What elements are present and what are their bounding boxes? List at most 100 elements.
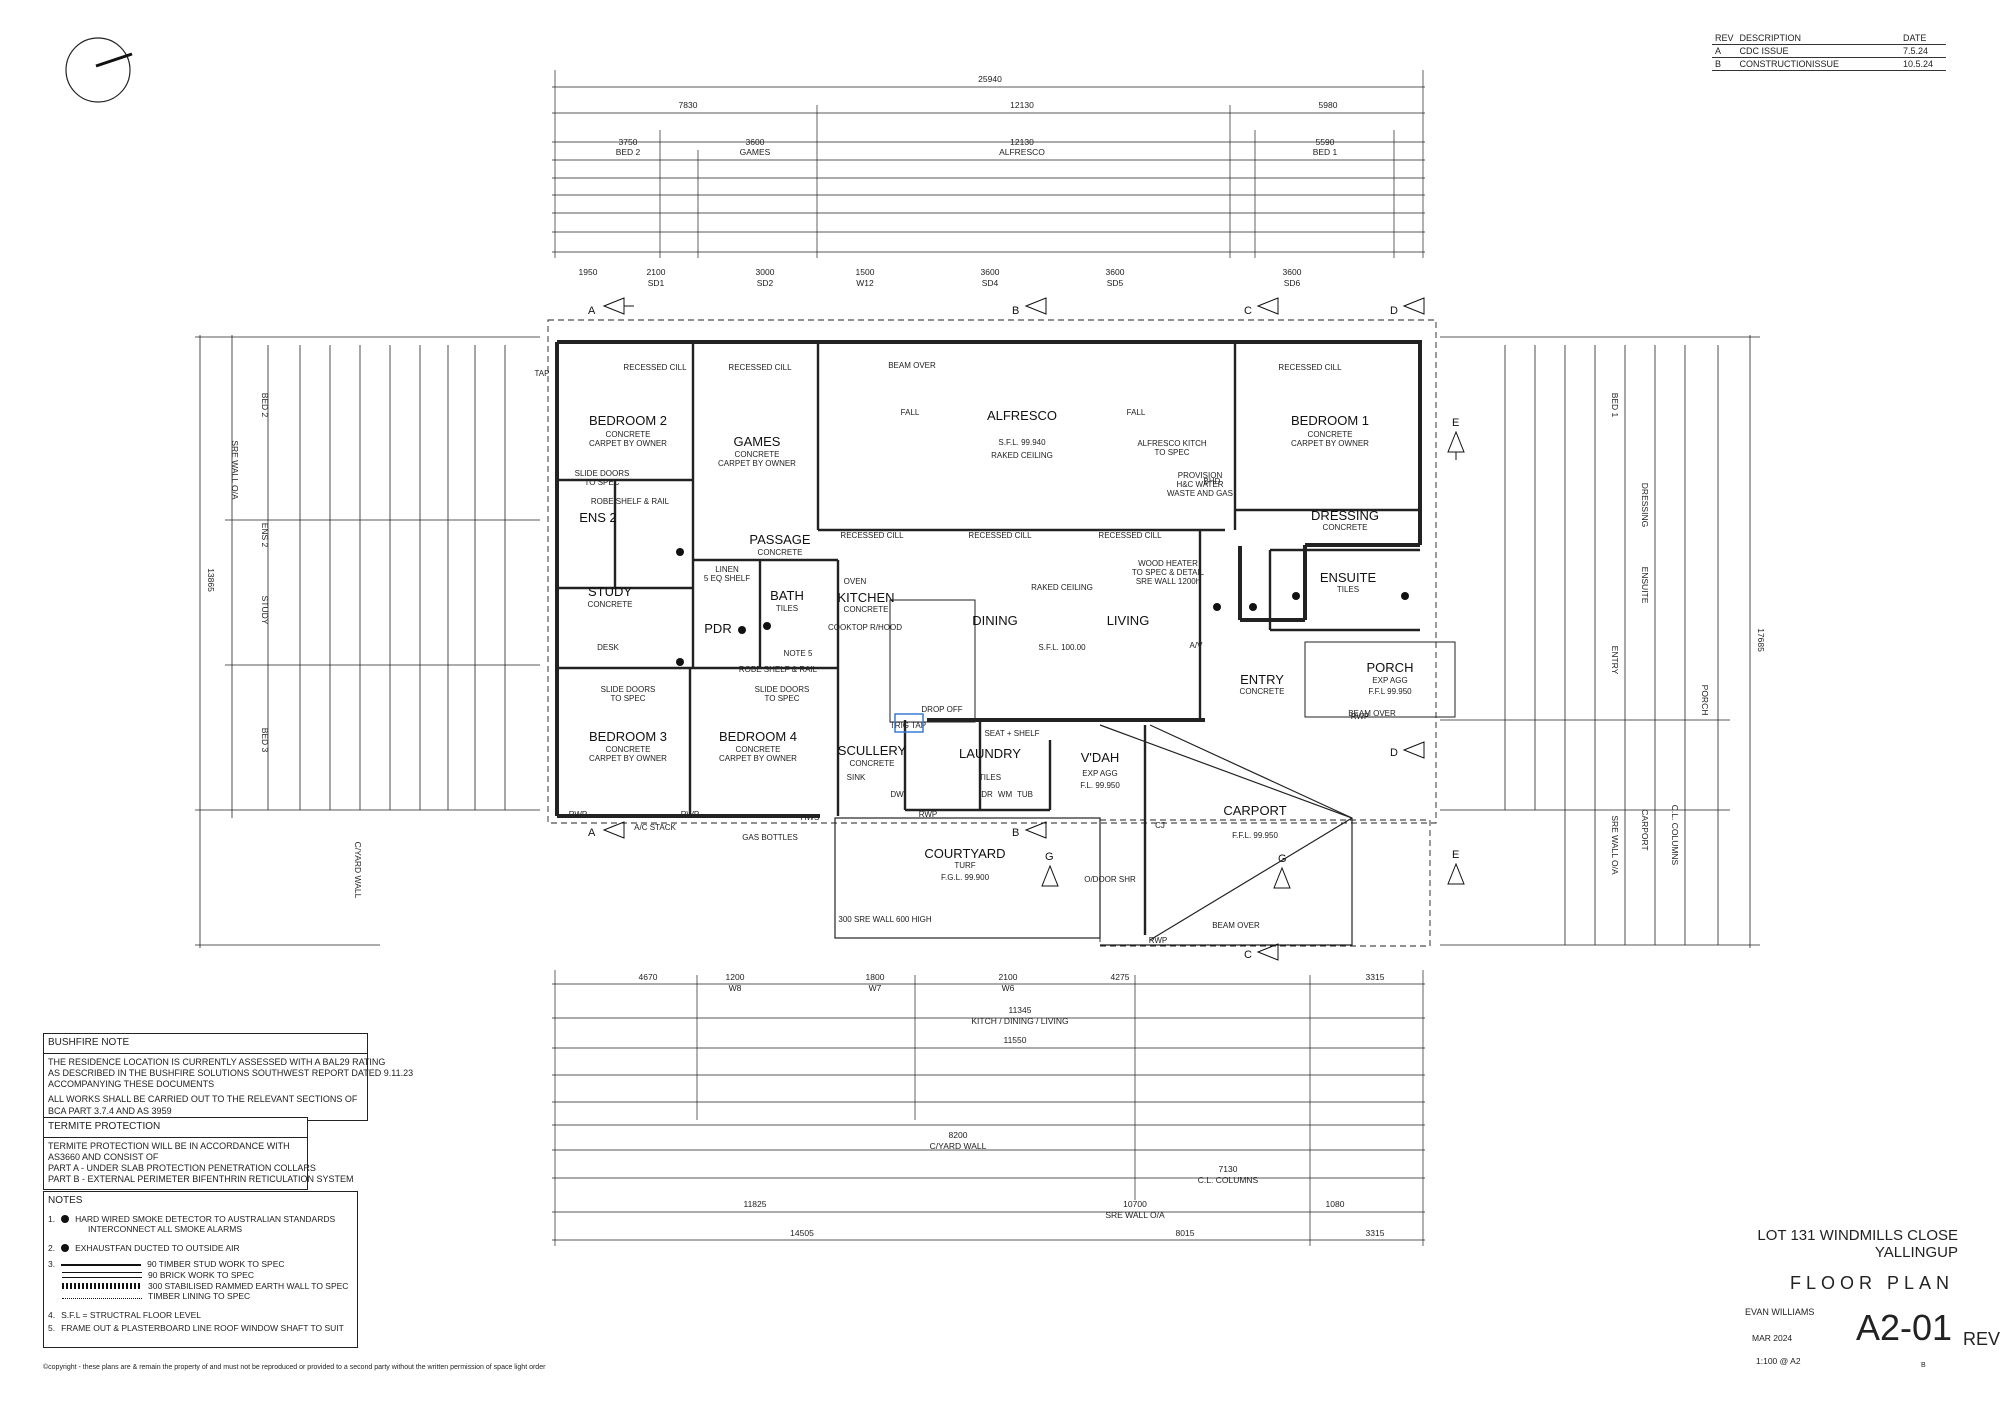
bushfire-note-line: THE RESIDENCE LOCATION IS CURRENTLY ASSE… bbox=[48, 1056, 386, 1067]
timber-stud-symbol bbox=[61, 1263, 142, 1266]
annotation-slide-doors: SLIDE DOORS bbox=[575, 469, 630, 478]
annotation-recessed-cill: RECESSED CILL bbox=[728, 363, 792, 372]
annotation-to-spec: TO SPEC bbox=[585, 478, 620, 487]
annotation-desk: DESK bbox=[597, 643, 619, 652]
annotation-dw: DW bbox=[890, 790, 904, 799]
room-label-passage: PASSAGE bbox=[749, 532, 811, 547]
annotation-ac-stack: A/C STACK bbox=[634, 823, 676, 832]
section-marker-a: A bbox=[588, 297, 634, 317]
section-marker-g-carport: G bbox=[1273, 853, 1291, 889]
annotation-cj: CJ bbox=[1155, 821, 1165, 830]
section-marker-c-bottom: C bbox=[1244, 943, 1279, 961]
finish-label: CONCRETE bbox=[606, 745, 651, 754]
bushfire-note-line: BCA PART 3.7.4 AND AS 3959 bbox=[48, 1105, 172, 1116]
brick-work-symbol bbox=[62, 1272, 142, 1279]
annotation-shelf: 5 EQ SHELF bbox=[704, 574, 750, 583]
dimension-label: SRE WALL O/A bbox=[230, 440, 240, 500]
smoke-detector-icon bbox=[61, 1214, 70, 1223]
finish-label: CONCRETE bbox=[588, 600, 633, 609]
annotation-gas-bottles: GAS BOTTLES bbox=[742, 833, 798, 842]
room-label-dining: DINING bbox=[972, 613, 1018, 628]
room-label-pdr: PDR bbox=[704, 621, 731, 636]
finish-label: CONCRETE bbox=[1308, 430, 1353, 439]
finish-label: EXP AGG bbox=[1082, 769, 1117, 778]
annotation-sink: SINK bbox=[847, 773, 866, 782]
copyright-notice: ©copyright - these plans are & remain th… bbox=[43, 1364, 546, 1371]
dimension-label: BED 2 bbox=[616, 147, 641, 157]
dimension: 3315 bbox=[1366, 972, 1385, 982]
annotation-bhd: BHD bbox=[1204, 477, 1221, 486]
roof-outline bbox=[547, 319, 1437, 824]
dimension-label: SD6 bbox=[1284, 278, 1301, 288]
termite-protection-line: PART A - UNDER SLAB PROTECTION PENETRATI… bbox=[48, 1163, 316, 1173]
dimension-label: BED 1 bbox=[1610, 393, 1620, 418]
dimension: 11345 bbox=[1008, 1005, 1031, 1015]
room-label-dressing: DRESSING bbox=[1311, 508, 1379, 523]
annotation-robe: ROBE SHELF & RAIL bbox=[591, 497, 670, 506]
finish-label: TILES bbox=[776, 604, 798, 613]
dimension: 1080 bbox=[1326, 1199, 1345, 1209]
termite-protection-title: TERMITE PROTECTION bbox=[44, 1118, 307, 1138]
section-marker-d: D bbox=[1390, 297, 1425, 317]
svg-text:E: E bbox=[1452, 849, 1459, 861]
finish-label: CONCRETE bbox=[850, 759, 895, 768]
section-marker-c: C bbox=[1244, 297, 1279, 317]
dimension-label: SRE WALL O/A bbox=[1610, 815, 1620, 875]
annotation-hc-water: H&C WATER bbox=[1176, 480, 1223, 489]
finish-label: CONCRETE bbox=[758, 548, 803, 557]
annotation-drop-off: DROP OFF bbox=[921, 705, 962, 714]
bushfire-note-line: ACCOMPANYING THESE DOCUMENTS bbox=[48, 1079, 215, 1089]
dimension-label: SD5 bbox=[1107, 278, 1124, 288]
dimension: 2100 bbox=[647, 267, 666, 277]
section-marker-a-bottom: A bbox=[588, 821, 625, 839]
annotation-rwp: RWP bbox=[681, 810, 700, 819]
room-label-bedroom-1: BEDROOM 1 bbox=[1291, 413, 1369, 428]
exhaust-fan-icon bbox=[61, 1244, 70, 1253]
dimension: 13865 bbox=[206, 568, 216, 592]
dimension: 8015 bbox=[1176, 1228, 1195, 1238]
svg-text:G: G bbox=[1045, 851, 1054, 863]
description-col-header: DESCRIPTION bbox=[1736, 32, 1900, 45]
revision-row: B CONSTRUCTIONISSUE 10.5.24 bbox=[1712, 57, 1946, 71]
dimension-label: KITCH / DINING / LIVING bbox=[971, 1016, 1068, 1026]
annotation-to-spec: TO SPEC bbox=[765, 694, 800, 703]
note-text: S.F.L = STRUCTRAL FLOOR LEVEL bbox=[61, 1309, 201, 1320]
project-address: LOT 131 WINDMILLS CLOSE YALLINGUP bbox=[1757, 1227, 1958, 1261]
annotation-alfresco-kitch: ALFRESCO KITCH bbox=[1137, 439, 1207, 448]
smoke-detector-icon bbox=[676, 548, 1257, 666]
dimension-label: C/YARD WALL bbox=[353, 842, 363, 899]
dimension-label: W7 bbox=[869, 983, 882, 993]
section-marker-b-bottom: B bbox=[1012, 821, 1047, 839]
termite-protection-line: TERMITE PROTECTION WILL BE IN ACCORDANCE… bbox=[48, 1140, 290, 1151]
dimension-label: SRE WALL O/A bbox=[1105, 1210, 1165, 1220]
notes-title: NOTES bbox=[48, 1195, 83, 1206]
annotation-to-spec: TO SPEC bbox=[611, 694, 646, 703]
annotation-fall: FALL bbox=[1127, 408, 1146, 417]
section-marker-g-courtyard: G bbox=[1041, 851, 1059, 887]
project-address-line: YALLINGUP bbox=[1874, 1243, 1958, 1261]
room-label-scullery: SCULLERY bbox=[838, 743, 907, 758]
dimension: 12130 bbox=[1010, 100, 1034, 110]
revision-table: REV DESCRIPTION DATE A CDC ISSUE 7.5.24 … bbox=[1712, 32, 1946, 71]
dimension: 8200 bbox=[949, 1130, 968, 1140]
bushfire-note-line: AS DESCRIBED IN THE BUSHFIRE SOLUTIONS S… bbox=[48, 1067, 414, 1078]
revision-label: REV bbox=[1963, 1329, 2000, 1349]
dimension: 4670 bbox=[639, 972, 658, 982]
dimension: 3600 bbox=[1283, 267, 1302, 277]
trig-tap-marker bbox=[894, 713, 924, 733]
annotation-sre-wall: 300 SRE WALL 600 HIGH bbox=[838, 915, 931, 924]
annotation-recessed-cill: RECESSED CILL bbox=[840, 531, 904, 540]
svg-text:B: B bbox=[1012, 305, 1019, 317]
annotation-cooktop: COOKTOP R/HOOD bbox=[828, 623, 902, 632]
termite-protection-line: PART B - EXTERNAL PERIMETER BIFENTHRIN R… bbox=[48, 1174, 354, 1185]
room-label-bedroom-3: BEDROOM 3 bbox=[589, 729, 667, 744]
dimension: 11825 bbox=[743, 1199, 766, 1209]
dimension-label: STUDY bbox=[260, 596, 270, 625]
dimension: 5590 bbox=[1316, 137, 1335, 147]
description-cell: CDC ISSUE bbox=[1736, 44, 1900, 58]
finish-label: CONCRETE bbox=[606, 430, 651, 439]
carport-roof-outline bbox=[1099, 819, 1431, 947]
annotation-waste-gas: WASTE AND GAS bbox=[1167, 489, 1233, 498]
drawing-scale: 1:100 @ A2 bbox=[1756, 1356, 1801, 1366]
